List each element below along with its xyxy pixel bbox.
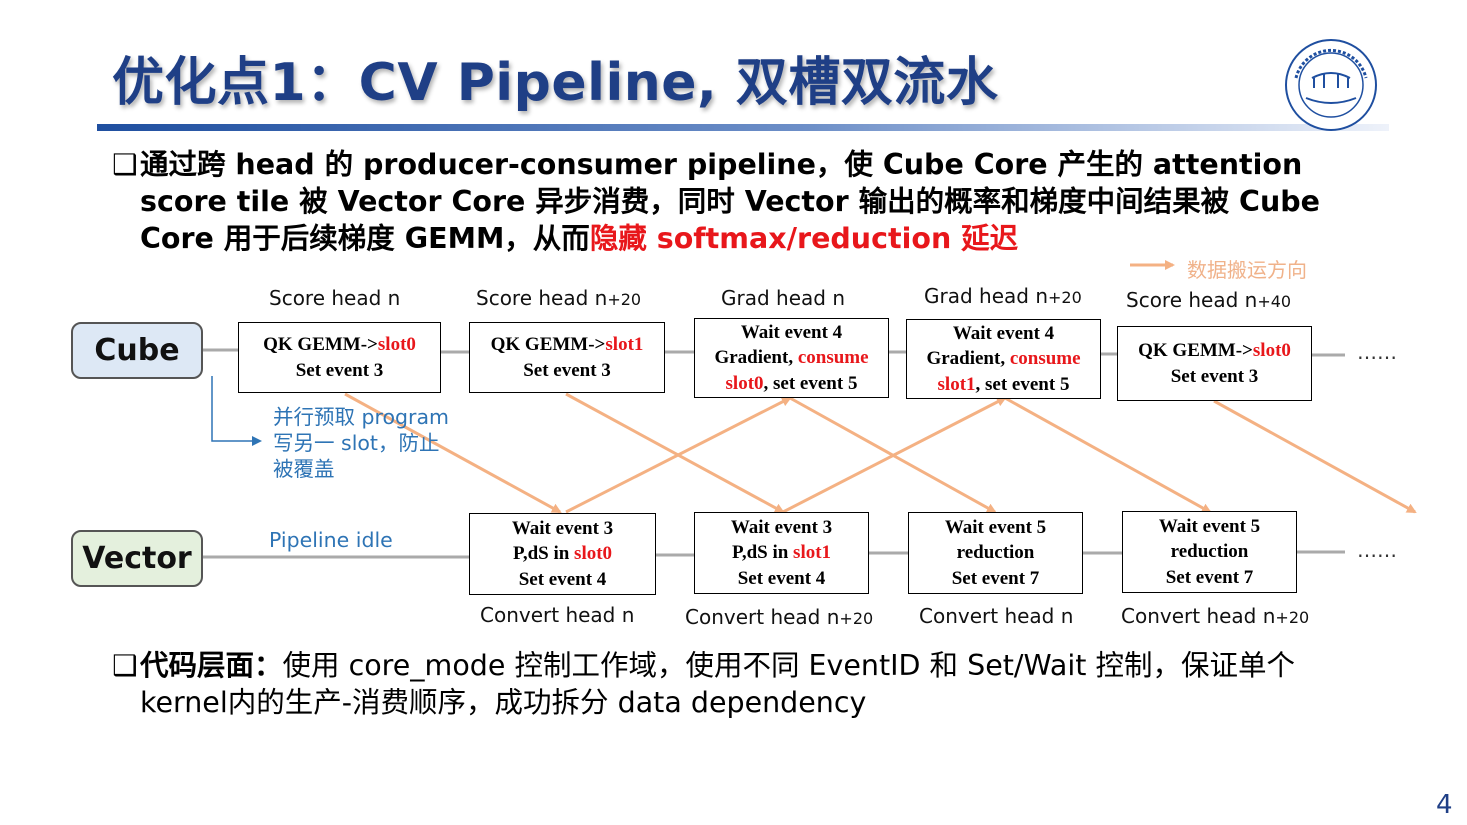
cube-ellipsis: …… [1357, 340, 1397, 364]
vector-task-box: Wait event 3 P,dS in slot1 Set event 4 [694, 512, 869, 594]
arrow-cube5-onward [1213, 399, 1417, 514]
arrow-cube3-to-vector3 [789, 396, 997, 514]
page-title: 优化点1：CV Pipeline, 双槽双流水 [112, 53, 999, 113]
bullet-code-level: ❑ 代码层面：使用 core_mode 控制工作域，使用不同 EventID 和… [112, 647, 1372, 721]
arrow-cube2-to-vector2 [565, 392, 785, 514]
vector-task-box: Wait event 3 P,dS in slot0 Set event 4 [469, 513, 656, 595]
page-number: 4 [1436, 790, 1453, 820]
cube-stage-label: Grad head n+20 [924, 284, 1082, 308]
bullet-highlight: 隐藏 softmax/reduction 延迟 [589, 222, 1019, 255]
cube-stage-label: Score head n [269, 286, 401, 310]
bullet-text: 通过跨 head 的 producer-consumer pipeline，使 … [140, 148, 1320, 255]
bullet-marker-icon: ❑ [112, 148, 138, 181]
university-seal-icon [1285, 39, 1377, 131]
vector-stage-label: Convert head n [480, 603, 635, 627]
bullet-pipeline-description: ❑ 通过跨 head 的 producer-consumer pipeline，… [112, 146, 1362, 257]
cube-stage-label: Score head n+40 [1126, 288, 1292, 312]
cube-stage-label: Grad head n [721, 286, 845, 310]
prefetch-arrow [211, 376, 262, 446]
cube-stage-label: Score head n+20 [476, 286, 642, 310]
bullet-lead: 代码层面： [140, 649, 283, 682]
cube-task-box: Wait event 4 Gradient, consume slot0, se… [694, 318, 889, 398]
vector-task-box: Wait event 5 reduction Set event 7 [1122, 511, 1297, 593]
cube-task-box: QK GEMM->slot0 Set event 3 [238, 322, 441, 393]
arrow-cube4-to-vector4 [1004, 396, 1212, 514]
prefetch-note: 并行预取 program 写另一 slot，防止 被覆盖 [273, 405, 450, 481]
vector-lane-label: Vector [71, 530, 203, 587]
cube-task-box: QK GEMM->slot0 Set event 3 [1117, 326, 1312, 401]
vector-task-box: Wait event 5 reduction Set event 7 [908, 512, 1083, 594]
bullet-text: 使用 core_mode 控制工作域，使用不同 EventID 和 Set/Wa… [140, 649, 1295, 719]
pipeline-idle-note: Pipeline idle [269, 528, 393, 552]
vector-stage-label: Convert head n+20 [685, 605, 874, 629]
arrow-vector1-to-cube3 [565, 396, 792, 514]
vector-ellipsis: …… [1357, 538, 1397, 562]
arrow-cube1-to-vector1 [344, 392, 562, 514]
cube-task-box: QK GEMM->slot1 Set event 3 [469, 322, 665, 393]
title-underline [97, 124, 1389, 131]
legend-label: 数据搬运方向 [1187, 258, 1307, 282]
vector-stage-label: Convert head n [919, 604, 1074, 628]
vector-stage-label: Convert head n+20 [1121, 604, 1310, 628]
cube-lane-label: Cube [71, 322, 203, 379]
bullet-marker-icon: ❑ [112, 649, 138, 682]
cube-task-box: Wait event 4 Gradient, consume slot1, se… [906, 319, 1101, 399]
